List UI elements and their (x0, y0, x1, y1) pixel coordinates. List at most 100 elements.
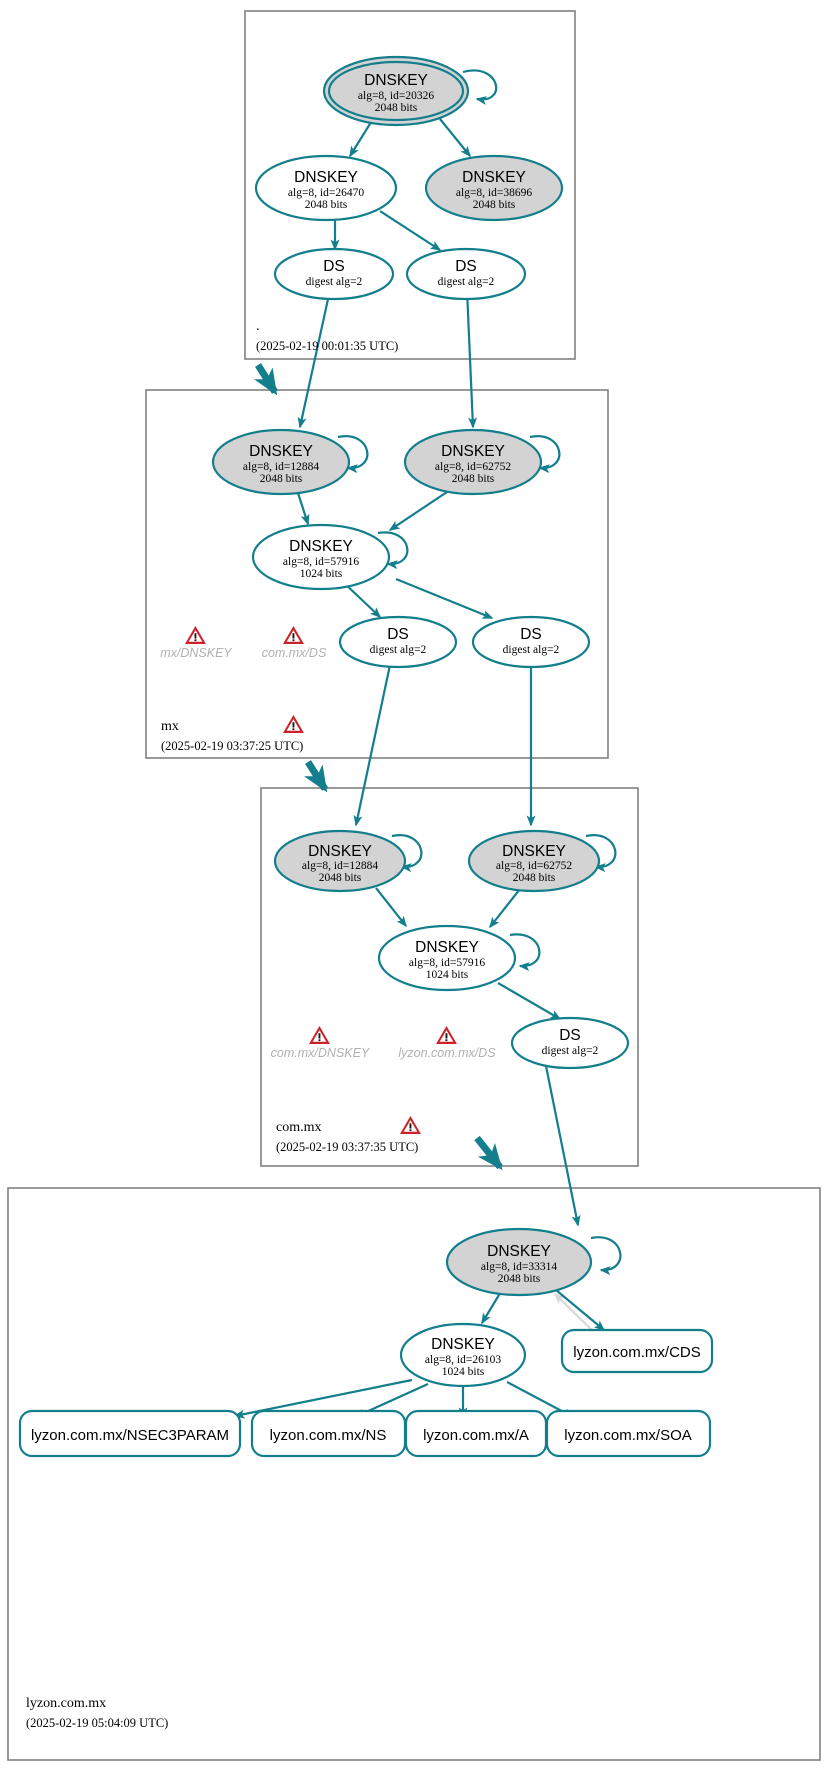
zone-warning-icon-commx (400, 1116, 421, 1135)
node-root-ds2 (405, 247, 527, 301)
zone-label-commx: com.mx (276, 1120, 322, 1135)
node-root-ds2-title: DS (455, 258, 477, 275)
node-mx-ds1-title: DS (387, 626, 409, 643)
node-lyzon-ksk-line3: 2048 bits (498, 1273, 541, 1285)
node-lyzon-zsk-line3: 1024 bits (442, 1366, 485, 1378)
node-mx-ksk2-title: DNSKEY (441, 443, 505, 460)
edge-root-ksk-zsk2 (439, 118, 471, 158)
zone-box-commx (260, 787, 639, 1167)
node-root-zsk2 (424, 154, 564, 222)
rrset-box-nsec3param[interactable] (18, 1409, 242, 1458)
zone-box-lyzon (7, 1187, 821, 1761)
node-commx-ds (510, 1016, 630, 1070)
warning-label-mx-dnskey: mx/DNSKEY (160, 646, 233, 660)
node-mx-zsk-title: DNSKEY (289, 538, 353, 555)
node-root-zsk1-title: DNSKEY (294, 169, 358, 186)
zone-label-root: . (256, 319, 260, 334)
node-commx-ksk1-line2: alg=8, id=12884 (302, 860, 378, 872)
rrset-box-soa[interactable] (545, 1409, 712, 1458)
node-commx-ksk1 (273, 829, 407, 893)
edge-root-zsk1-ds2 (379, 210, 442, 251)
edge-commx-zsk-ds (497, 982, 562, 1020)
edge-mx-ksk1-zsk (295, 489, 310, 526)
zone-box-mx (145, 389, 609, 759)
zone-label-lyzon: lyzon.com.mx (26, 1696, 106, 1711)
edge-mx-to-commx-bigarrow (303, 760, 328, 793)
edge-mx-zsk-self (377, 531, 409, 570)
node-root-ksk-line3: 2048 bits (375, 102, 418, 114)
edge-mx-ksk1-self (337, 435, 369, 474)
node-root-ksk-title: DNSKEY (364, 72, 428, 89)
node-mx-ds2-line2: digest alg=2 (503, 644, 560, 656)
edge-root-ksk-self (462, 69, 498, 105)
node-mx-ksk1-line2: alg=8, id=12884 (243, 461, 319, 473)
node-commx-ksk1-title: DNSKEY (308, 843, 372, 860)
warning-label-lyzon-ds: lyzon.com.mx/DS (398, 1046, 496, 1060)
zone-label-mx: mx (161, 719, 179, 734)
zone-timestamp-lyzon: (2025-02-19 05:04:09 UTC) (26, 1716, 168, 1730)
zone-timestamp-mx: (2025-02-19 03:37:25 UTC) (161, 739, 303, 753)
warning-icon-commx-dnskey (309, 1026, 330, 1045)
node-commx-zsk-title: DNSKEY (415, 939, 479, 956)
node-commx-ksk2-title: DNSKEY (502, 843, 566, 860)
warning-icon-commx-ds (283, 626, 304, 645)
edge-root-ds2-mx-ksk2 (465, 289, 478, 429)
edge-commx-ds-lyzon-ksk (544, 1065, 581, 1227)
edge-root-ksk-zsk1 (349, 118, 374, 158)
zone-box-root (244, 10, 576, 360)
rrset-label-nsec3param: lyzon.com.mx/NSEC3PARAM (31, 1427, 229, 1444)
rrset-box-cds[interactable] (560, 1328, 714, 1374)
edge-commx-ksk2-zsk (489, 888, 521, 929)
zone-warning-icon-mx (283, 715, 304, 734)
edge-root-ds1-mx-ksk1-line (297, 289, 332, 429)
node-mx-ksk2-line2: alg=8, id=62752 (435, 461, 511, 473)
edge-commx-ksk1-zsk (375, 887, 407, 928)
node-root-ds2-line2: digest alg=2 (438, 276, 495, 288)
node-mx-ds1 (338, 615, 458, 669)
node-root-ksk-inner (327, 60, 465, 122)
warning-icon-lyzon-ds (436, 1026, 457, 1045)
node-root-zsk1-line3: 2048 bits (305, 199, 348, 211)
node-root-ds1 (273, 247, 395, 301)
edge-lyzon-ksk-cds (555, 1289, 606, 1331)
edge-mx-ds1-commx-ksk1 (353, 664, 392, 827)
node-mx-ds2-title: DS (520, 626, 542, 643)
node-commx-ksk2-line3: 2048 bits (513, 872, 556, 884)
node-mx-zsk (251, 523, 391, 591)
node-commx-zsk (377, 924, 517, 992)
node-mx-ds2 (471, 615, 591, 669)
node-lyzon-ksk-title: DNSKEY (487, 1243, 551, 1260)
node-lyzon-ksk (445, 1227, 593, 1297)
edge-mx-zsk-ds2 (395, 577, 494, 620)
node-commx-ds-line2: digest alg=2 (542, 1045, 599, 1057)
node-mx-ksk2 (403, 428, 543, 496)
node-root-ds1-line2: digest alg=2 (306, 276, 363, 288)
node-mx-ksk1-title: DNSKEY (249, 443, 313, 460)
node-root-zsk2-title: DNSKEY (462, 169, 526, 186)
edge-root-ds1-to-mx-ksk1 (253, 363, 278, 396)
node-lyzon-ksk-line2: alg=8, id=33314 (481, 1261, 557, 1273)
edge-commx-ksk2-self (585, 834, 617, 873)
zone-timestamp-commx: (2025-02-19 03:37:35 UTC) (276, 1140, 418, 1154)
node-commx-zsk-line3: 1024 bits (426, 969, 469, 981)
node-mx-ksk2-line3: 2048 bits (452, 473, 495, 485)
warning-label-commx-ds: com.mx/DS (262, 646, 327, 660)
rrset-label-ns: lyzon.com.mx/NS (270, 1427, 387, 1444)
node-mx-ksk1 (211, 428, 351, 496)
node-mx-zsk-line2: alg=8, id=57916 (283, 556, 359, 568)
rrset-label-a: lyzon.com.mx/A (423, 1427, 529, 1444)
node-commx-ksk2-line2: alg=8, id=62752 (496, 860, 572, 872)
node-commx-ds-title: DS (559, 1027, 581, 1044)
node-mx-ksk1-line3: 2048 bits (260, 473, 303, 485)
node-lyzon-zsk-line2: alg=8, id=26103 (425, 1354, 501, 1366)
edge-commx-ksk1-self (391, 834, 423, 873)
node-root-zsk1-line2: alg=8, id=26470 (288, 187, 364, 199)
edge-lyzon-ksk-zsk (481, 1289, 503, 1325)
node-commx-zsk-line2: alg=8, id=57916 (409, 957, 485, 969)
node-root-zsk2-line2: alg=8, id=38696 (456, 187, 532, 199)
node-root-zsk1 (254, 154, 398, 222)
edge-mx-ksk2-self (529, 435, 561, 474)
edge-lyzon-ksk-self (590, 1236, 622, 1276)
